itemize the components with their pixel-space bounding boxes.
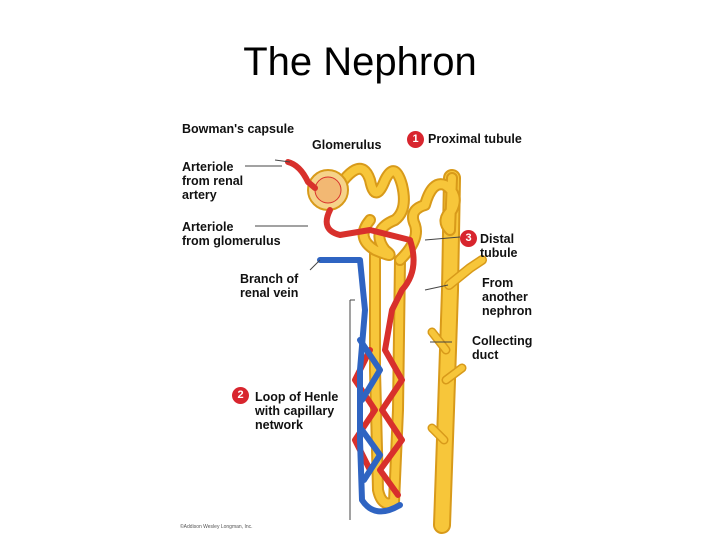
badge-loop: 2 [232, 387, 249, 404]
renal-vein-network [317, 257, 403, 515]
proximal-tubule-shape [324, 162, 410, 261]
loop-of-henle-shape [369, 244, 406, 510]
badge-proximal: 1 [407, 131, 424, 148]
nephron-illustration [245, 159, 487, 534]
label-arteriole-renal-artery: Arteriole from renal artery [182, 160, 244, 202]
label-proximal-tubule: Proximal tubule [428, 132, 522, 146]
label-arteriole-glomerulus: Arteriole from glomerulus [182, 220, 281, 248]
label-glomerulus: Glomerulus [312, 138, 382, 152]
label-bowmans-capsule: Bowman's capsule [182, 122, 295, 136]
label-distal-tubule: Distal tubule [480, 232, 518, 260]
badge-distal: 3 [460, 230, 477, 247]
distal-tubule-shape [394, 172, 461, 266]
label-loop-of-henle: Loop of Henle with capillary network [255, 390, 339, 432]
nephron-diagram: Bowman's capsule Glomerulus Arteriole fr… [170, 110, 560, 535]
leader-lines [245, 159, 461, 520]
label-from-another-nephron: From another nephron [482, 276, 532, 318]
label-collecting-duct: Collecting duct [472, 334, 533, 362]
copyright-credit: ©Addison Wesley Longman, Inc. [180, 524, 253, 530]
label-branch-renal-vein: Branch of renal vein [240, 272, 299, 300]
glomerulus-shape [314, 176, 342, 204]
slide-title: The Nephron [243, 40, 477, 84]
